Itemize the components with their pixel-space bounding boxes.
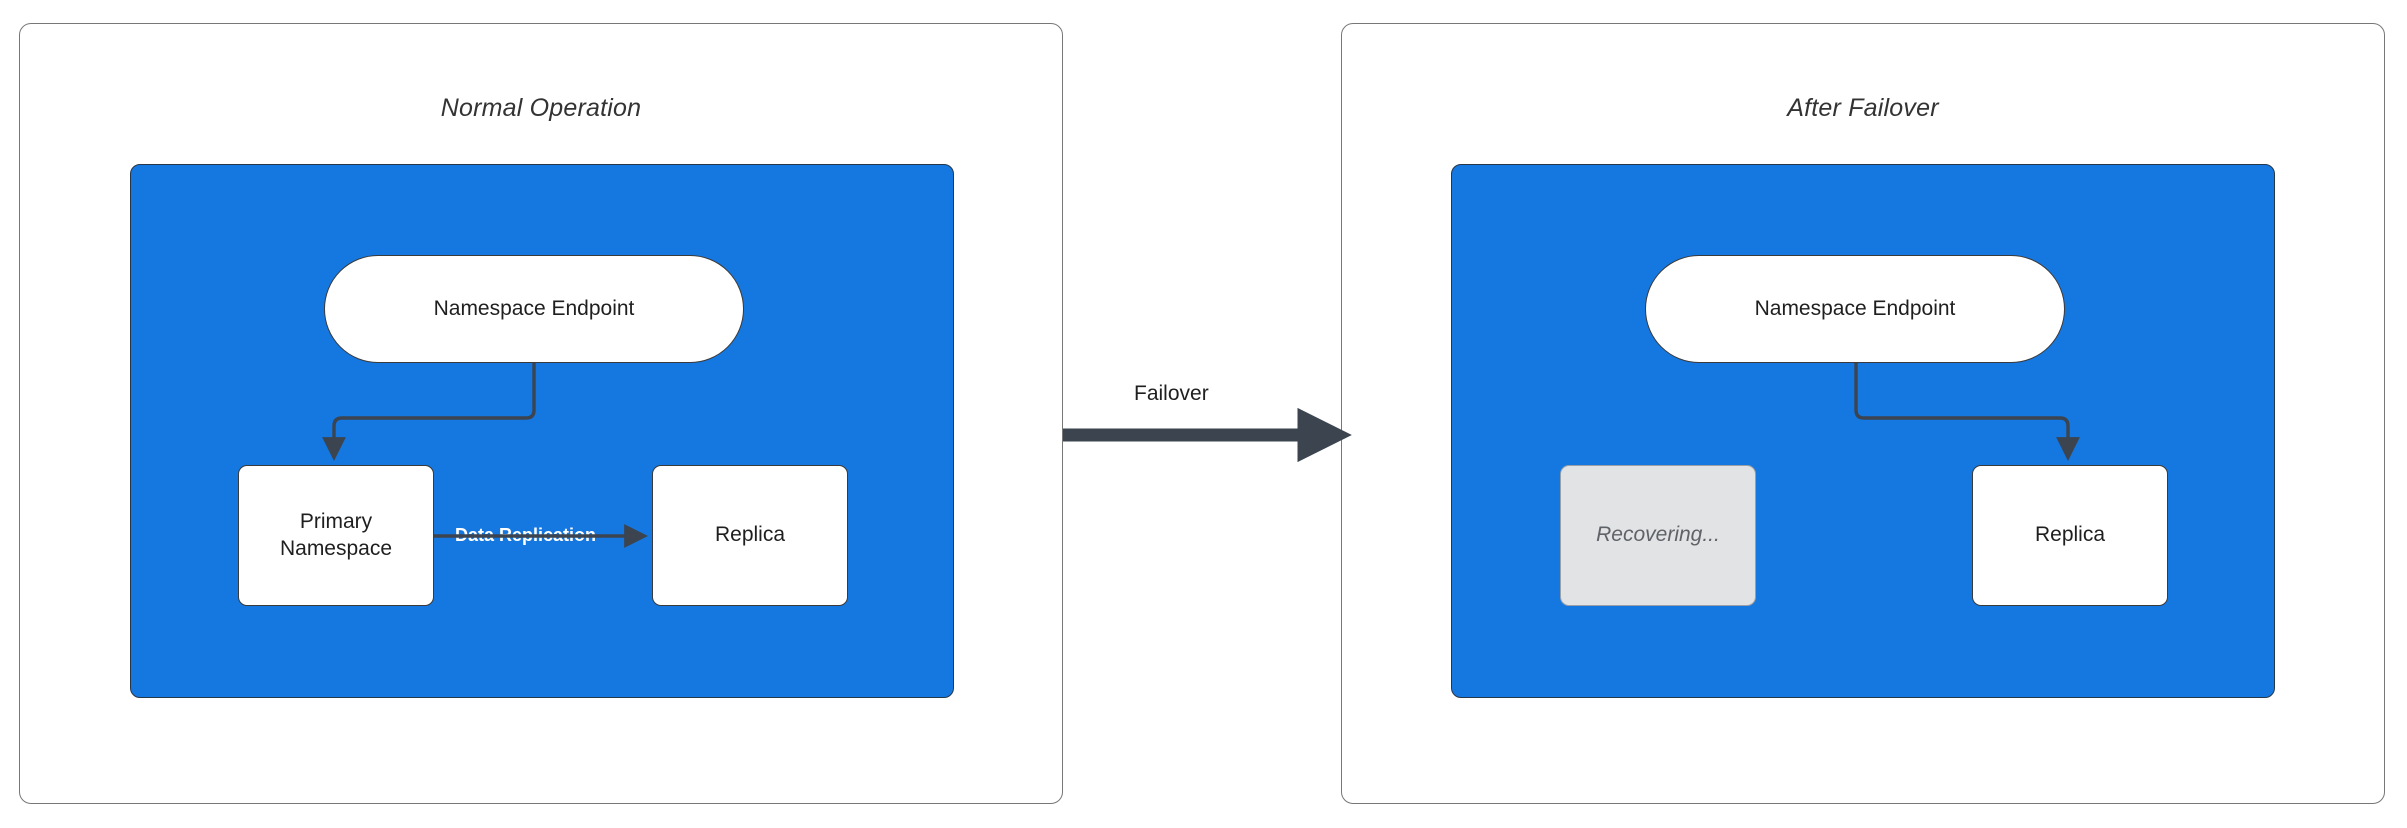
primary-line-2: Namespace: [279, 536, 393, 560]
node-namespace-endpoint-left[interactable]: Namespace Endpoint: [324, 255, 744, 363]
node-replica-left[interactable]: Replica: [652, 465, 848, 606]
blue-container-right: [1451, 164, 2275, 698]
blue-container-left: [130, 164, 954, 698]
node-primary-namespace[interactable]: Primary Namespace: [238, 465, 434, 606]
node-namespace-endpoint-right[interactable]: Namespace Endpoint: [1645, 255, 2065, 363]
panel-title-normal-operation: Normal Operation: [440, 94, 642, 122]
primary-line-1: Primary: [299, 509, 373, 533]
edge-label-data-replication: Data Replication: [455, 525, 597, 545]
transition-label-failover: Failover: [1134, 382, 1209, 405]
node-primary-namespace-label: Primary Namespace: [280, 509, 392, 563]
panel-title-after-failover: After Failover: [1787, 94, 1939, 122]
node-recovering-namespace[interactable]: Recovering...: [1560, 465, 1756, 606]
node-replica-right[interactable]: Replica: [1972, 465, 2168, 606]
